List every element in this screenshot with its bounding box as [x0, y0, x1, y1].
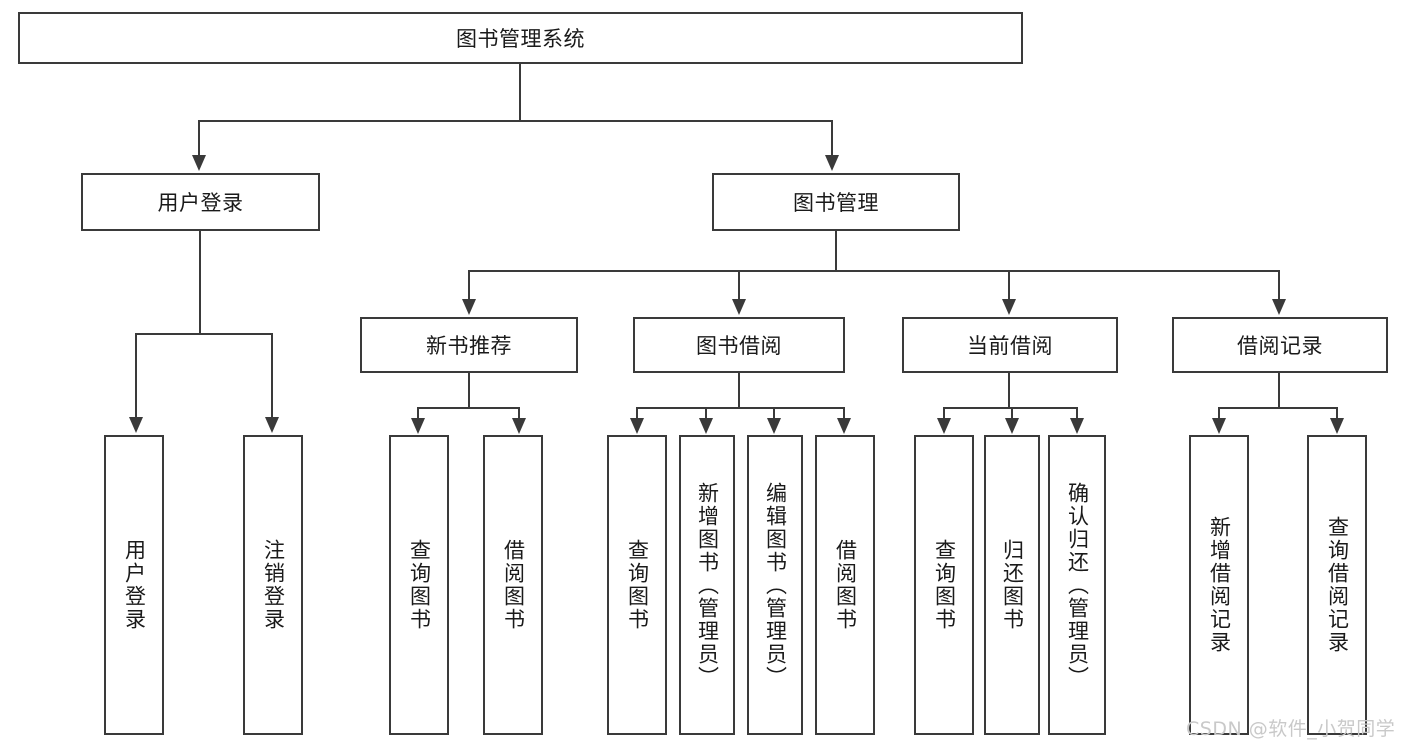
node-leaf-query-book-2[interactable]: 查询图书	[607, 435, 667, 735]
connector-br-bar	[1218, 407, 1338, 409]
arrow-to-leaf-query-record	[1330, 418, 1344, 434]
node-current-borrow[interactable]: 当前借阅	[902, 317, 1118, 373]
connector-cb-drop-1	[943, 407, 945, 419]
arrow-to-new-book-recommend	[462, 299, 476, 315]
arrow-to-borrow-record	[1272, 299, 1286, 315]
node-root-system[interactable]: 图书管理系统	[18, 12, 1023, 64]
connector-user-login-stem	[199, 231, 201, 334]
connector-nbr-bar	[417, 407, 520, 409]
node-label: 用户登录	[122, 539, 147, 631]
connector-user-login-drop-1	[135, 333, 137, 418]
arrow-to-leaf-query-book-2	[630, 418, 644, 434]
node-new-book-recommend[interactable]: 新书推荐	[360, 317, 578, 373]
node-leaf-borrow-book-2[interactable]: 借阅图书	[815, 435, 875, 735]
arrow-to-leaf-query-book-1	[411, 418, 425, 434]
node-leaf-return-book[interactable]: 归还图书	[984, 435, 1040, 735]
node-user-login[interactable]: 用户登录	[81, 173, 320, 231]
connector-br-stem	[1278, 373, 1280, 409]
arrow-to-leaf-add-book	[699, 418, 713, 434]
node-label: 当前借阅	[967, 334, 1053, 358]
connector-br-drop-1	[1218, 407, 1220, 419]
connector-book-management-bar	[468, 270, 1280, 272]
node-label: 新书推荐	[426, 334, 512, 358]
connector-br-drop-2	[1336, 407, 1338, 419]
node-leaf-confirm-return[interactable]: 确认归还（管理员）	[1048, 435, 1106, 735]
arrow-to-book-borrow	[732, 299, 746, 315]
connector-bm-drop-2	[738, 270, 740, 300]
connector-bb-drop-4	[843, 407, 845, 419]
connector-cb-drop-2	[1011, 407, 1013, 419]
node-label: 图书借阅	[696, 334, 782, 358]
arrow-to-leaf-add-record	[1212, 418, 1226, 434]
arrow-to-leaf-confirm-return	[1070, 418, 1084, 434]
node-label: 图书管理系统	[456, 27, 585, 51]
node-label: 用户登录	[157, 191, 244, 215]
node-label: 注销登录	[261, 539, 286, 631]
connector-cb-bar	[943, 407, 1078, 409]
arrow-root-to-user-login	[192, 155, 206, 171]
connector-bm-drop-1	[468, 270, 470, 300]
node-leaf-borrow-book-1[interactable]: 借阅图书	[483, 435, 543, 735]
arrow-to-leaf-query-book-3	[937, 418, 951, 434]
node-label: 查询图书	[932, 539, 957, 631]
arrow-root-to-book-management	[825, 155, 839, 171]
node-leaf-query-book-1[interactable]: 查询图书	[389, 435, 449, 735]
csdn-watermark: CSDN @软件_小贺同学	[1186, 718, 1396, 740]
connector-user-login-bar	[135, 333, 273, 335]
connector-bb-drop-2	[705, 407, 707, 419]
connector-cb-stem	[1008, 373, 1010, 409]
connector-bm-drop-4	[1278, 270, 1280, 300]
connector-bb-drop-1	[636, 407, 638, 419]
connector-bb-bar	[636, 407, 845, 409]
node-label: 查询图书	[407, 539, 432, 631]
connector-root-to-user-login	[198, 120, 200, 156]
connector-user-login-drop-2	[271, 333, 273, 418]
arrow-to-leaf-user-login	[129, 417, 143, 433]
node-book-borrow[interactable]: 图书借阅	[633, 317, 845, 373]
connector-cb-drop-3	[1076, 407, 1078, 419]
arrow-to-current-borrow	[1002, 299, 1016, 315]
node-leaf-logout-login[interactable]: 注销登录	[243, 435, 303, 735]
connector-root-to-book-management	[831, 120, 833, 156]
connector-root-bar	[198, 120, 832, 122]
connector-bm-drop-3	[1008, 270, 1010, 300]
arrow-to-leaf-borrow-book-1	[512, 418, 526, 434]
node-label: 查询图书	[625, 539, 650, 631]
node-label: 新增图书（管理员）	[695, 481, 720, 689]
node-leaf-add-record[interactable]: 新增借阅记录	[1189, 435, 1249, 735]
node-label: 借阅图书	[833, 539, 858, 631]
node-leaf-query-record[interactable]: 查询借阅记录	[1307, 435, 1367, 735]
connector-nbr-drop-1	[417, 407, 419, 419]
arrow-to-leaf-return-book	[1005, 418, 1019, 434]
node-label: 确认归还（管理员）	[1065, 481, 1090, 689]
node-leaf-query-book-3[interactable]: 查询图书	[914, 435, 974, 735]
connector-book-management-stem	[835, 231, 837, 272]
connector-nbr-drop-2	[518, 407, 520, 419]
arrow-to-leaf-borrow-book-2	[837, 418, 851, 434]
node-label: 借阅记录	[1237, 334, 1323, 358]
node-label: 查询借阅记录	[1325, 516, 1350, 654]
node-book-management[interactable]: 图书管理	[712, 173, 960, 231]
node-label: 编辑图书（管理员）	[763, 481, 788, 689]
connector-bb-drop-3	[773, 407, 775, 419]
arrow-to-leaf-logout-login	[265, 417, 279, 433]
connector-nbr-stem	[468, 373, 470, 409]
node-label: 归还图书	[1000, 539, 1025, 631]
node-label: 新增借阅记录	[1207, 516, 1232, 654]
node-leaf-edit-book[interactable]: 编辑图书（管理员）	[747, 435, 803, 735]
node-borrow-record[interactable]: 借阅记录	[1172, 317, 1388, 373]
node-leaf-add-book[interactable]: 新增图书（管理员）	[679, 435, 735, 735]
node-label: 借阅图书	[501, 539, 526, 631]
connector-root-stem	[519, 64, 521, 120]
arrow-to-leaf-edit-book	[767, 418, 781, 434]
connector-bb-stem	[738, 373, 740, 409]
node-leaf-user-login[interactable]: 用户登录	[104, 435, 164, 735]
node-label: 图书管理	[793, 191, 879, 215]
